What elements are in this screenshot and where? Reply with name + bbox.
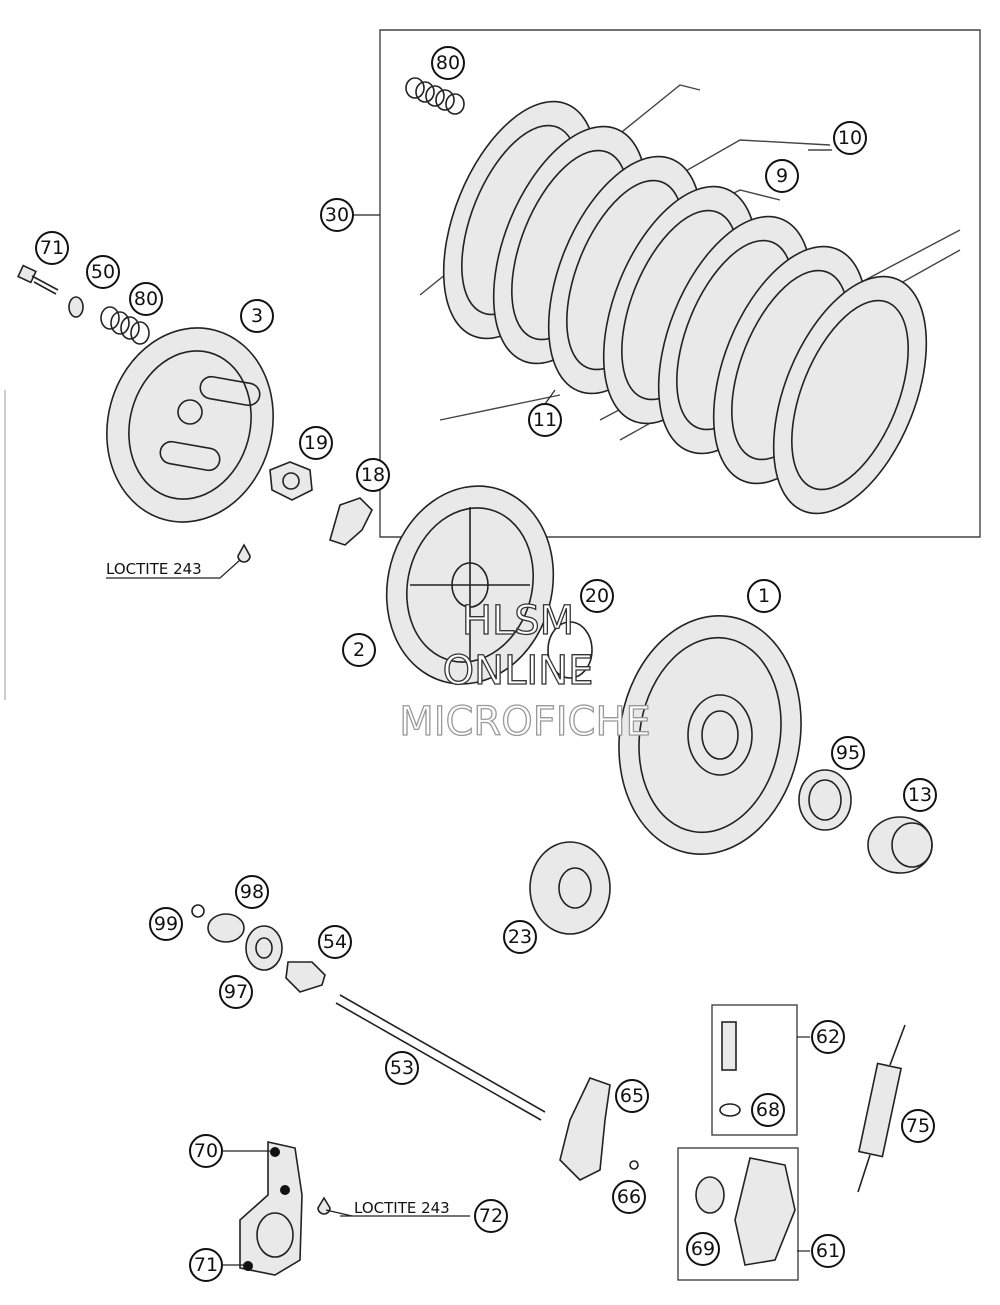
svg-text:62: 62 — [816, 1026, 840, 1048]
slave-cylinder-box — [677, 1147, 799, 1281]
loctite-note-upper: LOCTITE 243 — [106, 560, 202, 578]
pressure-plate — [106, 327, 274, 523]
svg-text:ONLINE: ONLINE — [443, 648, 594, 694]
svg-text:97: 97 — [224, 981, 248, 1003]
callout-19: 19 — [299, 426, 333, 460]
svg-text:80: 80 — [436, 52, 460, 74]
svg-text:53: 53 — [390, 1057, 414, 1079]
callout-99: 99 — [149, 907, 183, 941]
primary-gear — [529, 841, 611, 935]
gasket — [559, 1077, 611, 1181]
svg-text:3: 3 — [251, 305, 263, 327]
needle-bearing — [798, 769, 852, 831]
bleeder-box — [711, 1004, 798, 1136]
svg-text:50: 50 — [91, 261, 115, 283]
svg-text:2: 2 — [353, 639, 365, 661]
callout-80-top: 80 — [431, 46, 465, 80]
callout-1: 1 — [747, 579, 781, 613]
nut — [269, 461, 313, 501]
svg-text:19: 19 — [304, 432, 328, 454]
svg-text:30: 30 — [325, 204, 349, 226]
svg-text:61: 61 — [816, 1240, 840, 1262]
callout-75: 75 — [901, 1109, 935, 1143]
washer-20 — [547, 621, 593, 679]
callout-23: 23 — [503, 920, 537, 954]
bushing — [867, 816, 933, 874]
svg-text:68: 68 — [756, 1099, 780, 1121]
leader-lines — [223, 149, 832, 1266]
callout-65: 65 — [615, 1079, 649, 1113]
callout-68: 68 — [751, 1093, 785, 1127]
callout-98: 98 — [235, 875, 269, 909]
callout-9: 9 — [765, 159, 799, 193]
dowel-66 — [629, 1160, 639, 1170]
svg-text:69: 69 — [691, 1238, 715, 1260]
svg-text:70: 70 — [194, 1140, 218, 1162]
svg-text:10: 10 — [838, 127, 862, 149]
svg-text:9: 9 — [776, 165, 788, 187]
loctite-drop-lower — [317, 1196, 331, 1215]
push-rod — [335, 994, 546, 1121]
svg-text:71: 71 — [40, 237, 64, 259]
svg-text:75: 75 — [906, 1115, 930, 1137]
svg-text:80: 80 — [134, 288, 158, 310]
outer-clutch-basket — [618, 614, 802, 856]
loctite-note-lower: LOCTITE 243 — [354, 1199, 450, 1217]
svg-text:98: 98 — [240, 881, 264, 903]
callout-13: 13 — [903, 778, 937, 812]
bolt-washer-spring-set — [17, 264, 150, 345]
callout-18: 18 — [356, 458, 390, 492]
svg-text:99: 99 — [154, 913, 178, 935]
callout-95: 95 — [831, 736, 865, 770]
callout-62: 62 — [811, 1020, 845, 1054]
callout-71-top: 71 — [35, 231, 69, 265]
callout-11: 11 — [528, 403, 562, 437]
svg-text:1: 1 — [758, 585, 770, 607]
callout-50: 50 — [86, 255, 120, 289]
svg-text:13: 13 — [908, 784, 932, 806]
spring-top — [405, 77, 465, 115]
callout-61: 61 — [811, 1234, 845, 1268]
callout-54: 54 — [318, 925, 352, 959]
callout-97: 97 — [219, 975, 253, 1009]
callout-3: 3 — [240, 299, 274, 333]
svg-text:11: 11 — [533, 409, 557, 431]
callout-10: 10 — [833, 121, 867, 155]
svg-text:65: 65 — [620, 1085, 644, 1107]
svg-text:95: 95 — [836, 742, 860, 764]
svg-text:23: 23 — [508, 926, 532, 948]
lock-washer — [329, 497, 373, 546]
svg-text:72: 72 — [479, 1205, 503, 1227]
svg-text:54: 54 — [323, 931, 347, 953]
svg-text:HLSM: HLSM — [462, 598, 574, 644]
callout-53: 53 — [385, 1051, 419, 1085]
svg-text:18: 18 — [361, 464, 385, 486]
svg-text:71: 71 — [194, 1254, 218, 1276]
callout-70: 70 — [189, 1134, 223, 1168]
callout-72: 72 — [474, 1199, 508, 1233]
watermark: HLSM ONLINE MICROFICHE — [399, 597, 652, 745]
clutch-plates — [442, 100, 928, 515]
callout-66: 66 — [612, 1180, 646, 1214]
release-bearing-set — [191, 904, 326, 993]
syringe — [857, 1024, 906, 1193]
callout-69: 69 — [686, 1232, 720, 1266]
callout-80-left: 80 — [129, 282, 163, 316]
callout-20: 20 — [580, 579, 614, 613]
inner-clutch-hub — [385, 485, 555, 685]
callout-30: 30 — [320, 198, 354, 232]
svg-text:MICROFICHE: MICROFICHE — [399, 699, 651, 745]
callout-71-bottom: 71 — [189, 1248, 223, 1282]
svg-text:66: 66 — [617, 1186, 641, 1208]
svg-text:20: 20 — [585, 585, 609, 607]
loctite-drop-upper — [237, 543, 251, 563]
callout-2: 2 — [342, 633, 376, 667]
clutch-bracket — [239, 1141, 303, 1276]
